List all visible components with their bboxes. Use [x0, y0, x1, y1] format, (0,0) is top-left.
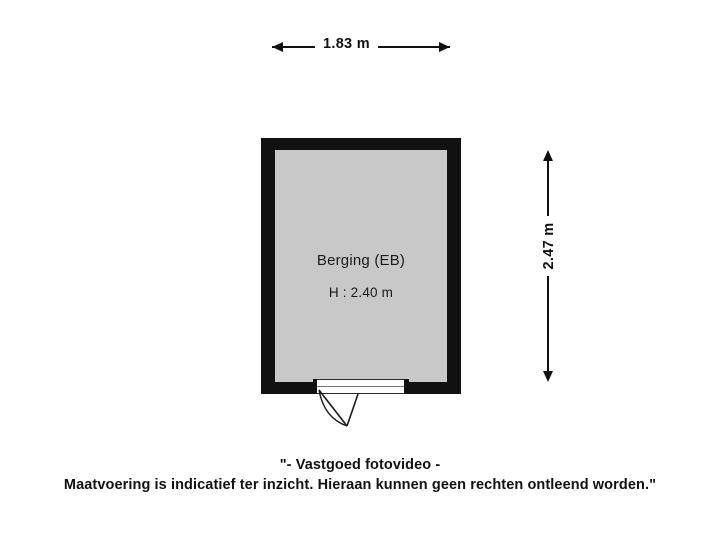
footer-line-2: Maatvoering is indicatief ter inzicht. H… [63, 477, 657, 493]
door-jamb-right [404, 379, 409, 394]
width-dimension-label: 1.83 m [315, 36, 378, 52]
door-swing-icon [318, 389, 359, 427]
room-name-label: Berging (EB) [316, 252, 406, 269]
height-dimension-label: 2.47 m [535, 216, 563, 276]
door-jamb-left [313, 379, 318, 394]
dimension-arrow-right-icon [439, 42, 450, 52]
door-opening [317, 379, 405, 394]
footer: "- Vastgoed fotovideo - Maatvoering is i… [0, 455, 720, 495]
room-height-label: H : 2.40 m [328, 285, 394, 300]
dimension-arrow-down-icon [543, 371, 553, 382]
room-floor [275, 150, 447, 382]
footer-line-1: "- Vastgoed fotovideo - [279, 457, 441, 473]
